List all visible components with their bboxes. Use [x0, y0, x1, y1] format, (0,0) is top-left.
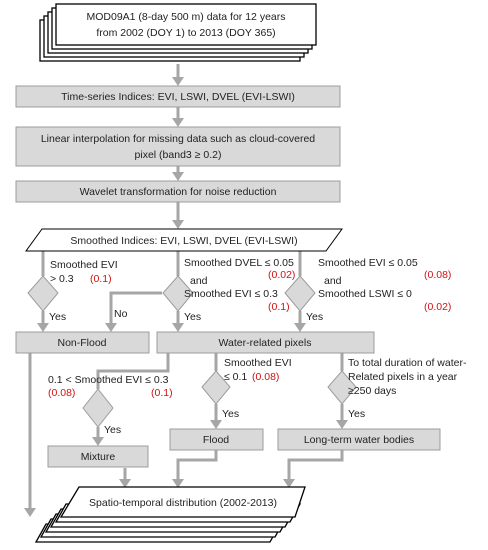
condition-3: Smoothed EVI ≤ 0.05 (0.08) and Smoothed …: [318, 257, 451, 313]
condition-6: To total duration of water- Related pixe…: [348, 357, 467, 397]
condition-1-threshold: (0.1): [90, 273, 112, 285]
smoothed-indices-label: Smoothed Indices: EVI, LSWI, DVEL (EVI-L…: [70, 235, 297, 247]
condition-1-line-1: Smoothed EVI: [50, 259, 118, 271]
input-data-stack: MOD09A1 (8-day 500 m) data for 12 years …: [39, 3, 317, 62]
condition-2-threshold-2: (0.1): [268, 301, 290, 313]
outcome-non-flood-label: Non-Flood: [57, 337, 106, 349]
condition-5-threshold: (0.08): [252, 371, 279, 383]
output-stack: Spatio-temporal distribution (2002-2013): [34, 486, 306, 543]
yes-label-6: Yes: [348, 408, 365, 420]
outcome-mixture: Mixture: [47, 445, 149, 468]
outcome-non-flood: Non-Flood: [15, 331, 150, 354]
yes-label-3: Yes: [306, 311, 323, 323]
condition-5-line-2: ≤ 0.1: [224, 371, 247, 383]
smoothed-indices: Smoothed Indices: EVI, LSWI, DVEL (EVI-L…: [25, 228, 343, 252]
condition-2-line-2: and: [190, 275, 208, 287]
condition-3-line-1: Smoothed EVI ≤ 0.05: [318, 257, 418, 269]
condition-3-line-3: Smoothed LSWI ≤ 0: [318, 288, 412, 300]
step-indices-label: Time-series Indices: EVI, LSWI, DVEL (EV…: [61, 91, 295, 103]
no-label: No: [114, 308, 128, 320]
condition-6-line-1: To total duration of water-: [348, 357, 467, 369]
step-interpolation-line-2: pixel (band3 ≥ 0.2): [135, 149, 222, 161]
step-wavelet: Wavelet transformation for noise reducti…: [15, 180, 341, 203]
input-line-2: from 2002 (DOY 1) to 2013 (DOY 365): [96, 27, 275, 39]
condition-3-threshold-1: (0.08): [424, 269, 451, 281]
input-line-1: MOD09A1 (8-day 500 m) data for 12 years: [86, 11, 285, 23]
condition-4-line-1: 0.1 < Smoothed EVI ≤ 0.3: [48, 374, 169, 386]
outcome-water-related-label: Water-related pixels: [219, 337, 312, 349]
condition-2-line-3: Smoothed EVI ≤ 0.3: [184, 288, 278, 300]
condition-2-line-1: Smoothed DVEL ≤ 0.05: [184, 257, 294, 269]
condition-2: Smoothed DVEL ≤ 0.05 (0.02) and Smoothed…: [184, 257, 295, 313]
decision-diamond-4: [82, 388, 114, 428]
step-interpolation: Linear interpolation for missing data su…: [15, 126, 341, 167]
condition-4: 0.1 < Smoothed EVI ≤ 0.3 (0.08) (0.1): [48, 374, 173, 399]
decision-diamond-6: [327, 370, 357, 405]
outcome-flood: Flood: [169, 428, 264, 451]
connectors: [24, 64, 348, 517]
outcome-mixture-label: Mixture: [81, 451, 116, 463]
decision-diamond-5: [201, 370, 231, 405]
condition-5: Smoothed EVI ≤ 0.1 (0.08): [224, 357, 292, 383]
condition-3-threshold-2: (0.02): [424, 301, 451, 313]
output-label: Spatio-temporal distribution (2002-2013): [89, 497, 277, 509]
condition-3-line-2: and: [324, 275, 342, 287]
outcome-flood-label: Flood: [203, 434, 229, 446]
yes-label-5: Yes: [222, 408, 239, 420]
condition-1: Smoothed EVI > 0.3 (0.1): [50, 259, 118, 285]
condition-1-line-2: > 0.3: [50, 273, 74, 285]
yes-label-1: Yes: [49, 311, 66, 323]
outcome-long-term: Long-term water bodies: [277, 428, 441, 451]
decision-diamond-2: [162, 275, 194, 312]
condition-6-line-3: ≥250 days: [348, 385, 396, 397]
decision-diamond-3: [284, 275, 316, 312]
condition-5-line-1: Smoothed EVI: [224, 357, 292, 369]
yes-label-2: Yes: [184, 311, 201, 323]
condition-2-threshold-1: (0.02): [268, 269, 295, 281]
yes-label-4: Yes: [104, 424, 121, 436]
condition-4-threshold-2: (0.1): [151, 387, 173, 399]
outcome-long-term-label: Long-term water bodies: [304, 434, 414, 446]
step-wavelet-label: Wavelet transformation for noise reducti…: [80, 186, 277, 198]
step-interpolation-line-1: Linear interpolation for missing data su…: [41, 133, 315, 145]
condition-6-line-2: Related pixels in a year: [348, 371, 458, 383]
condition-4-threshold-1: (0.08): [48, 387, 75, 399]
step-indices: Time-series Indices: EVI, LSWI, DVEL (EV…: [15, 85, 341, 108]
decision-diamond-1: [27, 275, 59, 312]
outcome-water-related: Water-related pixels: [156, 331, 375, 354]
